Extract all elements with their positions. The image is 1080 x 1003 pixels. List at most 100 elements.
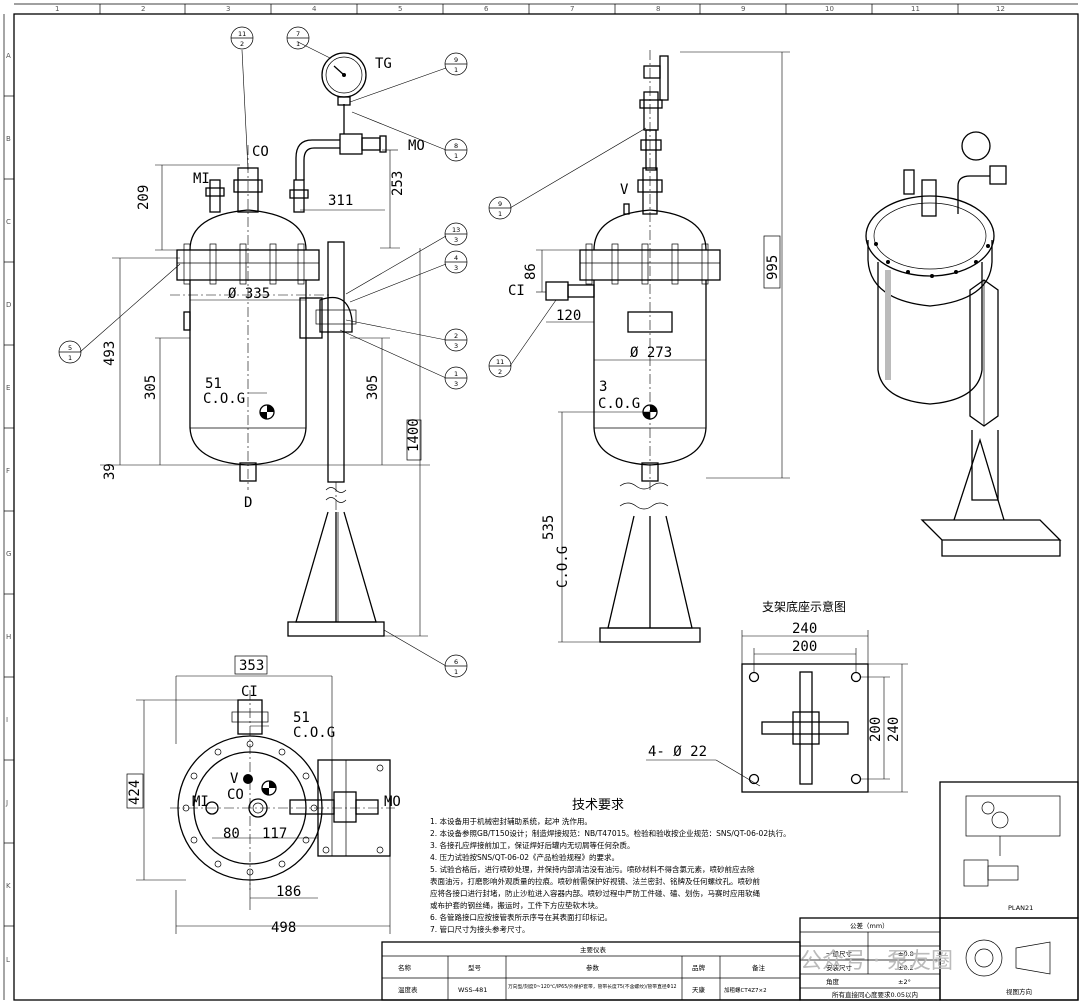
balloon-7-bot: 1 xyxy=(296,40,300,48)
dim-535: 535 xyxy=(541,515,557,540)
balloon-8-top: 8 xyxy=(454,142,458,150)
grid-row: A xyxy=(6,52,11,60)
plan-label: PLAN21 xyxy=(1008,904,1033,912)
plan-box: PLAN21 视图方向 xyxy=(939,781,1079,1001)
grid-row: G xyxy=(6,550,11,558)
grid-col: 10 xyxy=(825,5,834,13)
grid-col: 4 xyxy=(312,5,317,13)
spec-row-value: ±0.2 xyxy=(898,964,914,972)
balloon-4-bot: 3 xyxy=(454,264,458,272)
grid-row: F xyxy=(6,467,10,475)
title-cell: 温度表 xyxy=(398,985,418,994)
balloon-7-top: 7 xyxy=(296,30,300,38)
grid-col: 2 xyxy=(141,5,145,13)
dim-51: 51 xyxy=(293,710,310,726)
mi-label: MI xyxy=(193,171,210,187)
balloon-9s-bot: 1 xyxy=(498,210,502,218)
balloon-9-top: 9 xyxy=(454,56,458,64)
title-cell: 加粗螺CT4Z7×2 xyxy=(724,986,767,994)
tech-item: 4. 压力试验按SNS/QT-06-02《产品检验规程》的要求。 xyxy=(430,852,619,862)
title-col: 参数 xyxy=(586,963,600,972)
plan-footer: 视图方向 xyxy=(1006,987,1032,996)
balloon-8-bot: 1 xyxy=(454,152,458,160)
dim-335: Ø 335 xyxy=(228,286,270,302)
title-col: 型号 xyxy=(468,963,482,972)
title-col: 名称 xyxy=(398,963,412,972)
dim-305-right: 305 xyxy=(365,375,381,400)
grid-row: K xyxy=(6,882,11,890)
spec-row-label: 安装尺寸 xyxy=(826,963,853,972)
sheet-frame: 1 2 3 4 5 6 7 8 9 10 11 12 A B C D E F G… xyxy=(3,3,1079,1001)
grid-col: 9 xyxy=(741,5,745,13)
base-title: 支架底座示意图 xyxy=(762,599,846,614)
dim-117: 117 xyxy=(262,826,287,842)
dim-39: 39 xyxy=(102,463,118,480)
tech-item: 3. 各接孔应焊接前加工，保证焊好后罐内无切屑等任何杂质。 xyxy=(430,840,635,850)
dim-86: 86 xyxy=(523,263,539,280)
balloon-9-bot: 1 xyxy=(454,66,458,74)
balloon-11-bot: 2 xyxy=(240,40,244,48)
balloons: 112 71 91 81 51 133 43 23 13 61 91 112 xyxy=(58,26,647,678)
spec-row-label: 角度 xyxy=(826,977,840,986)
title-cell: 天康 xyxy=(692,985,706,994)
grid-row: L xyxy=(6,956,10,964)
spec-title: 公差（mm） xyxy=(850,921,889,930)
tech-item: 6. 各管路接口应按接管表所示序号在其表面打印标记。 xyxy=(430,912,612,922)
balloon-5-bot: 1 xyxy=(68,354,72,362)
grid-row: J xyxy=(5,799,8,807)
dim-353: 353 xyxy=(239,658,264,674)
dim-498: 498 xyxy=(271,920,296,936)
dim-51: 51 xyxy=(205,376,222,392)
dim-493: 493 xyxy=(102,341,118,366)
balloon-1-top: 1 xyxy=(454,370,458,378)
spec-footer: 所有直接同心度要求0.05以内 xyxy=(832,990,918,999)
spec-row-label: 一般尺寸 xyxy=(826,949,853,958)
dim-273: Ø 273 xyxy=(630,345,672,361)
watermark-text: 公众号 · 泵友圈 xyxy=(800,949,953,974)
dim-209: 209 xyxy=(136,185,152,210)
dim-311: 311 xyxy=(328,193,353,209)
balloon-13-top: 13 xyxy=(452,226,460,234)
grid-col: 6 xyxy=(484,5,489,13)
v-label: V xyxy=(620,182,629,198)
balloon-1-bot: 3 xyxy=(454,380,458,388)
tech-item: 1. 本设备用于机械密封辅助系统，起冲 洗作用。 xyxy=(430,816,592,826)
balloon-6-top: 6 xyxy=(454,658,458,666)
tech-requirements: 技术要求 1. 本设备用于机械密封辅助系统，起冲 洗作用。 2. 本设备参照GB… xyxy=(430,798,791,934)
balloon-6-bot: 1 xyxy=(454,668,458,676)
spec-block: 公差（mm） 一般尺寸 ±0.8 安装尺寸 ±0.2 角度 ±2° 所有直接同心… xyxy=(799,917,941,1001)
title-col: 备注 xyxy=(752,963,766,972)
front-view: CO MI MO TG D C.O.G 209 311 253 Ø 335 49… xyxy=(100,52,430,637)
dim-120: 120 xyxy=(556,308,581,324)
grid-row: D xyxy=(6,301,11,309)
tech-title: 技术要求 xyxy=(572,798,624,813)
tg-label: TG xyxy=(375,56,392,72)
balloon-4-top: 4 xyxy=(454,254,458,262)
balloon-9s-top: 9 xyxy=(498,200,502,208)
dim-424: 424 xyxy=(127,780,143,805)
mo-label: MO xyxy=(384,794,401,810)
balloon-2-top: 2 xyxy=(454,332,458,340)
dim-80: 80 xyxy=(223,826,240,842)
grid-col: 8 xyxy=(656,5,660,13)
spec-row-value: ±0.8 xyxy=(898,950,914,958)
tech-item: 7. 管口尺寸为接头参考尺寸。 xyxy=(430,924,530,934)
mo-label: MO xyxy=(408,138,425,154)
grid-row: E xyxy=(6,384,10,392)
dim-1400: 1400 xyxy=(406,418,422,452)
cog-label: C.O.G xyxy=(293,725,335,741)
tech-item: 应将各接口进行封堵，防止沙粒进入容器内部。喷砂过程中严防工件碰、磕、划伤，马赛时… xyxy=(430,888,760,898)
co-label: CO xyxy=(252,144,269,160)
co-label: CO xyxy=(227,787,244,803)
title-block: 主要仪表 名称 型号 参数 品牌 备注 温度表 WSS-481 万向型/刻度0~… xyxy=(381,941,801,1001)
mi-label: MI xyxy=(192,794,209,810)
balloon-13-bot: 3 xyxy=(454,236,458,244)
cog-label: C.O.G xyxy=(203,391,245,407)
grid-col: 1 xyxy=(55,5,59,13)
cog-vertical-label: C.O.G xyxy=(555,546,571,588)
dim-240-side: 240 xyxy=(886,717,902,742)
grid-row: I xyxy=(6,716,8,724)
v-label: V xyxy=(230,771,239,787)
cog-label: C.O.G xyxy=(598,396,640,412)
balloon-11s-top: 11 xyxy=(496,358,504,366)
